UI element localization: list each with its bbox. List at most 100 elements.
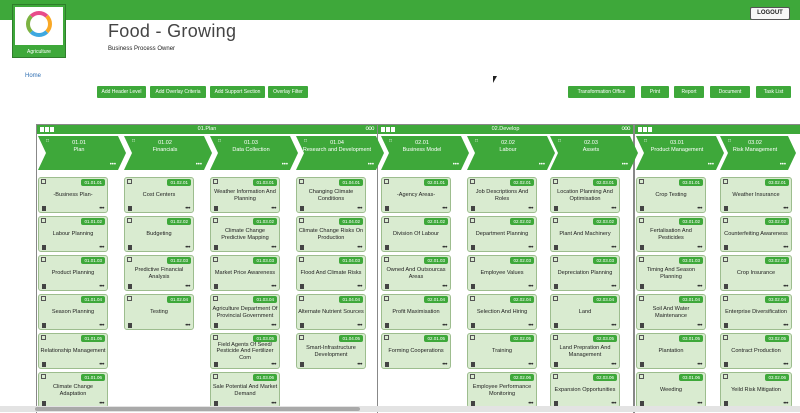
more-dots-icon[interactable]: ••• <box>99 206 104 212</box>
edit-icon[interactable]: □ <box>389 138 393 144</box>
more-dots-icon[interactable]: ••• <box>185 206 190 212</box>
edit-icon[interactable] <box>639 296 644 301</box>
trash-icon[interactable] <box>471 284 475 289</box>
more-dots-icon[interactable]: ••• <box>357 245 362 251</box>
trash-icon[interactable] <box>128 206 132 211</box>
more-dots-icon[interactable]: ••• <box>99 323 104 329</box>
trash-icon[interactable] <box>300 323 304 328</box>
overlay-filter-button[interactable]: Overlay Filter <box>268 86 308 98</box>
edit-icon[interactable] <box>299 218 304 223</box>
trash-icon[interactable] <box>300 245 304 250</box>
more-dots-icon[interactable]: ••• <box>611 362 616 368</box>
document-button[interactable]: Document <box>710 86 750 98</box>
trash-icon[interactable] <box>128 245 132 250</box>
trash-icon[interactable] <box>724 284 728 289</box>
report-button[interactable]: Report <box>674 86 704 98</box>
more-dots-icon[interactable]: ••• <box>783 284 788 290</box>
edit-icon[interactable] <box>213 218 218 223</box>
edit-icon[interactable] <box>299 257 304 262</box>
edit-icon[interactable]: □ <box>132 138 136 144</box>
trash-icon[interactable] <box>128 323 132 328</box>
edit-icon[interactable] <box>384 335 389 340</box>
add-icon[interactable] <box>642 127 647 132</box>
more-dots-icon[interactable]: ••• <box>452 162 459 168</box>
trash-icon[interactable] <box>640 401 644 406</box>
more-dots-icon[interactable]: ••• <box>779 162 786 168</box>
more-dots-icon[interactable]: ••• <box>783 323 788 329</box>
more-dots-icon[interactable]: ••• <box>697 401 702 407</box>
more-dots-icon[interactable]: ••• <box>442 245 447 251</box>
edit-icon[interactable] <box>299 179 304 184</box>
trash-icon[interactable] <box>385 362 389 367</box>
edit-icon[interactable] <box>299 296 304 301</box>
edit-icon[interactable] <box>127 179 132 184</box>
edit-icon[interactable] <box>470 179 475 184</box>
section-tools[interactable] <box>637 126 653 133</box>
more-dots-icon[interactable]: ••• <box>783 245 788 251</box>
more-dots-icon[interactable]: ••• <box>271 401 276 407</box>
more-dots-icon[interactable]: ••• <box>783 401 788 407</box>
more-dots-icon[interactable]: ••• <box>697 245 702 251</box>
trash-icon[interactable] <box>42 284 46 289</box>
more-dots-icon[interactable]: ••• <box>697 284 702 290</box>
section-tools[interactable] <box>380 126 396 133</box>
print-button[interactable]: Print <box>641 86 669 98</box>
edit-icon[interactable] <box>213 296 218 301</box>
trash-icon[interactable] <box>724 206 728 211</box>
edit-icon[interactable] <box>39 127 44 132</box>
edit-icon[interactable] <box>41 179 46 184</box>
trash-icon[interactable] <box>640 245 644 250</box>
trash-icon[interactable] <box>385 284 389 289</box>
edit-icon[interactable] <box>723 296 728 301</box>
edit-icon[interactable] <box>213 374 218 379</box>
more-dots-icon[interactable]: ••• <box>271 362 276 368</box>
edit-icon[interactable] <box>384 257 389 262</box>
more-dots-icon[interactable]: ••• <box>185 284 190 290</box>
more-dots-icon[interactable]: ••• <box>528 323 533 329</box>
edit-icon[interactable] <box>639 374 644 379</box>
edit-icon[interactable] <box>127 296 132 301</box>
edit-icon[interactable] <box>470 296 475 301</box>
edit-icon[interactable] <box>470 335 475 340</box>
more-dots-icon[interactable]: ••• <box>357 323 362 329</box>
more-dots-icon[interactable]: ••• <box>195 162 202 168</box>
trash-icon[interactable] <box>42 362 46 367</box>
edit-icon[interactable] <box>384 296 389 301</box>
more-dots-icon[interactable]: ••• <box>357 284 362 290</box>
trash-icon[interactable] <box>42 206 46 211</box>
trash-icon[interactable] <box>724 323 728 328</box>
more-dots-icon[interactable]: ooo <box>365 126 374 132</box>
trash-icon[interactable] <box>385 323 389 328</box>
edit-icon[interactable] <box>470 374 475 379</box>
section-tools[interactable] <box>39 126 55 133</box>
add-header-level-button[interactable]: Add Header Level <box>97 86 146 98</box>
trash-icon[interactable] <box>647 127 652 132</box>
more-dots-icon[interactable]: ••• <box>99 284 104 290</box>
logout-button[interactable]: LOGOUT <box>750 7 790 20</box>
horizontal-scrollbar[interactable] <box>0 406 800 412</box>
edit-icon[interactable] <box>639 218 644 223</box>
trash-icon[interactable] <box>385 206 389 211</box>
